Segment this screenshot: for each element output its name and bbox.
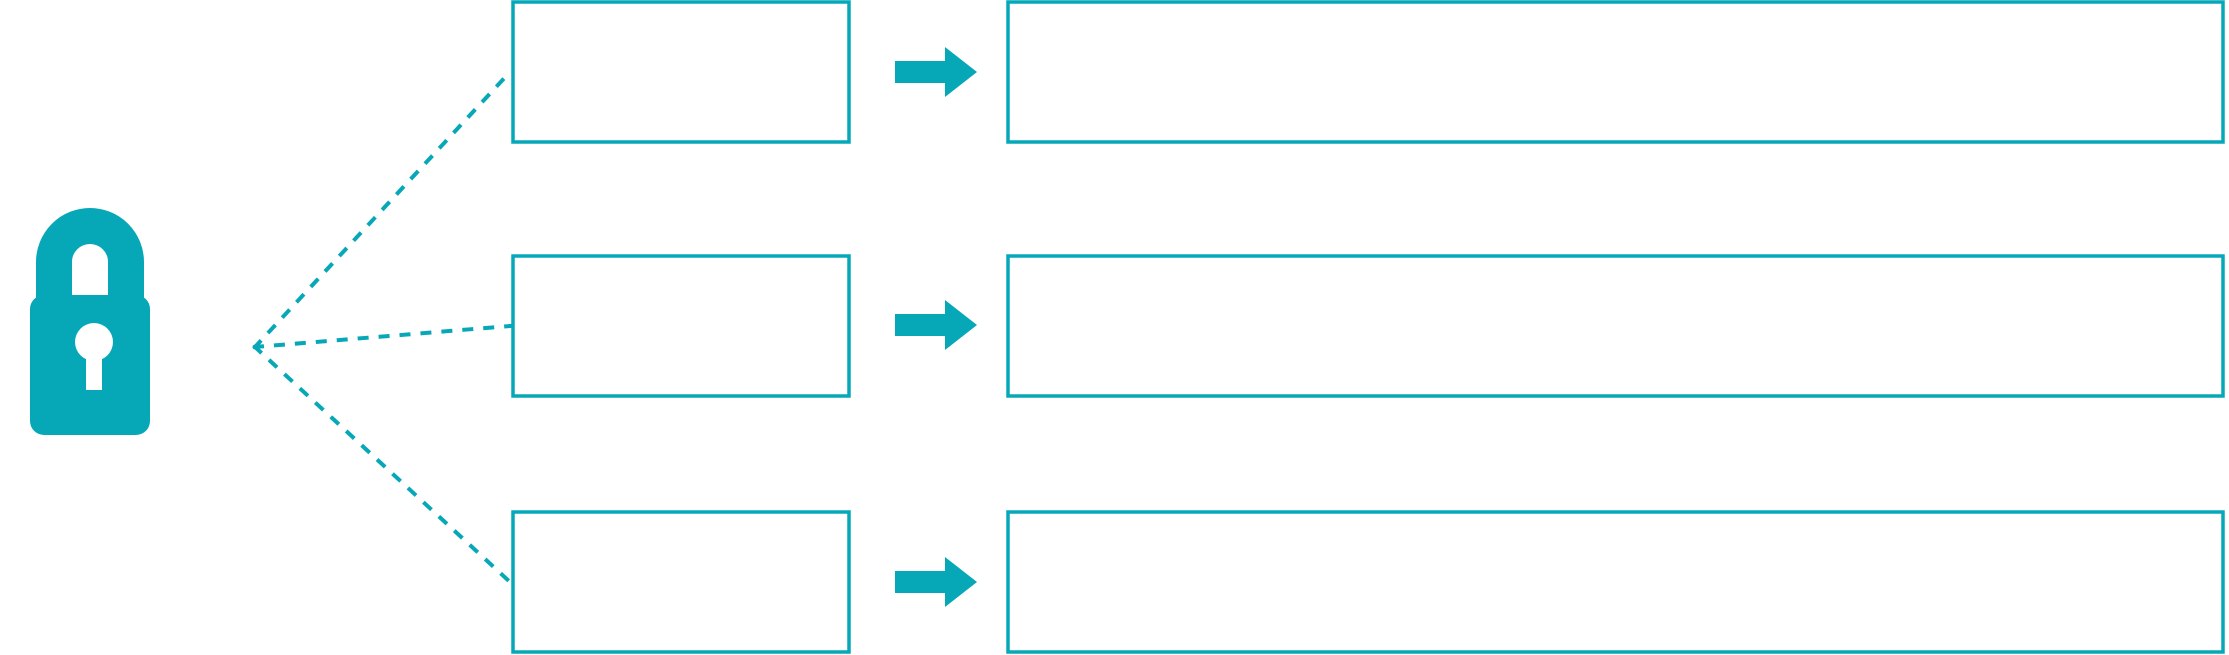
arrow-right-icon-row-1 <box>895 47 977 97</box>
row-3-group <box>511 510 2225 654</box>
stage-box-row-2[interactable] <box>511 254 851 398</box>
padlock-icon <box>30 208 150 435</box>
stage-box-row-1[interactable] <box>511 0 851 144</box>
padlock-shackle-icon <box>36 208 144 310</box>
connector-group <box>252 69 513 585</box>
connector-line-row-3 <box>252 344 513 585</box>
arrow-right-icon-row-2 <box>895 300 977 350</box>
detail-box-row-1[interactable] <box>1006 0 2225 144</box>
padlock-keyhole-stem-icon <box>86 342 102 390</box>
arrow-right-icon-row-3 <box>895 557 977 607</box>
detail-box-row-2[interactable] <box>1006 254 2225 398</box>
stage-box-row-3[interactable] <box>511 510 851 654</box>
row-1-group <box>511 0 2225 144</box>
connector-line-row-1 <box>252 69 513 350</box>
connector-line-row-2 <box>252 323 513 350</box>
detail-box-row-3[interactable] <box>1006 510 2225 654</box>
row-2-group <box>511 254 2225 398</box>
